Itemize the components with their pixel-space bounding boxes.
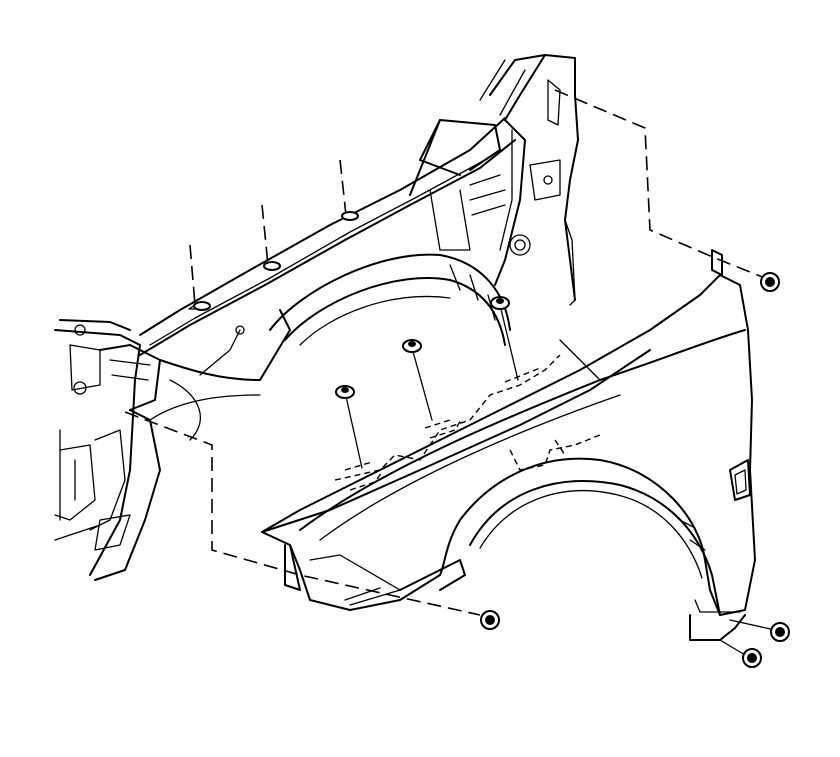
upper-rail-bolts (188, 159, 359, 311)
fender-panel (261, 274, 756, 641)
rear-mounting-bolt (554, 89, 780, 292)
inner-body-structure (54, 54, 579, 581)
lower-front-bolt (124, 411, 500, 630)
fender-top-bolts (335, 296, 519, 469)
lower-rear-bolts (719, 619, 790, 668)
